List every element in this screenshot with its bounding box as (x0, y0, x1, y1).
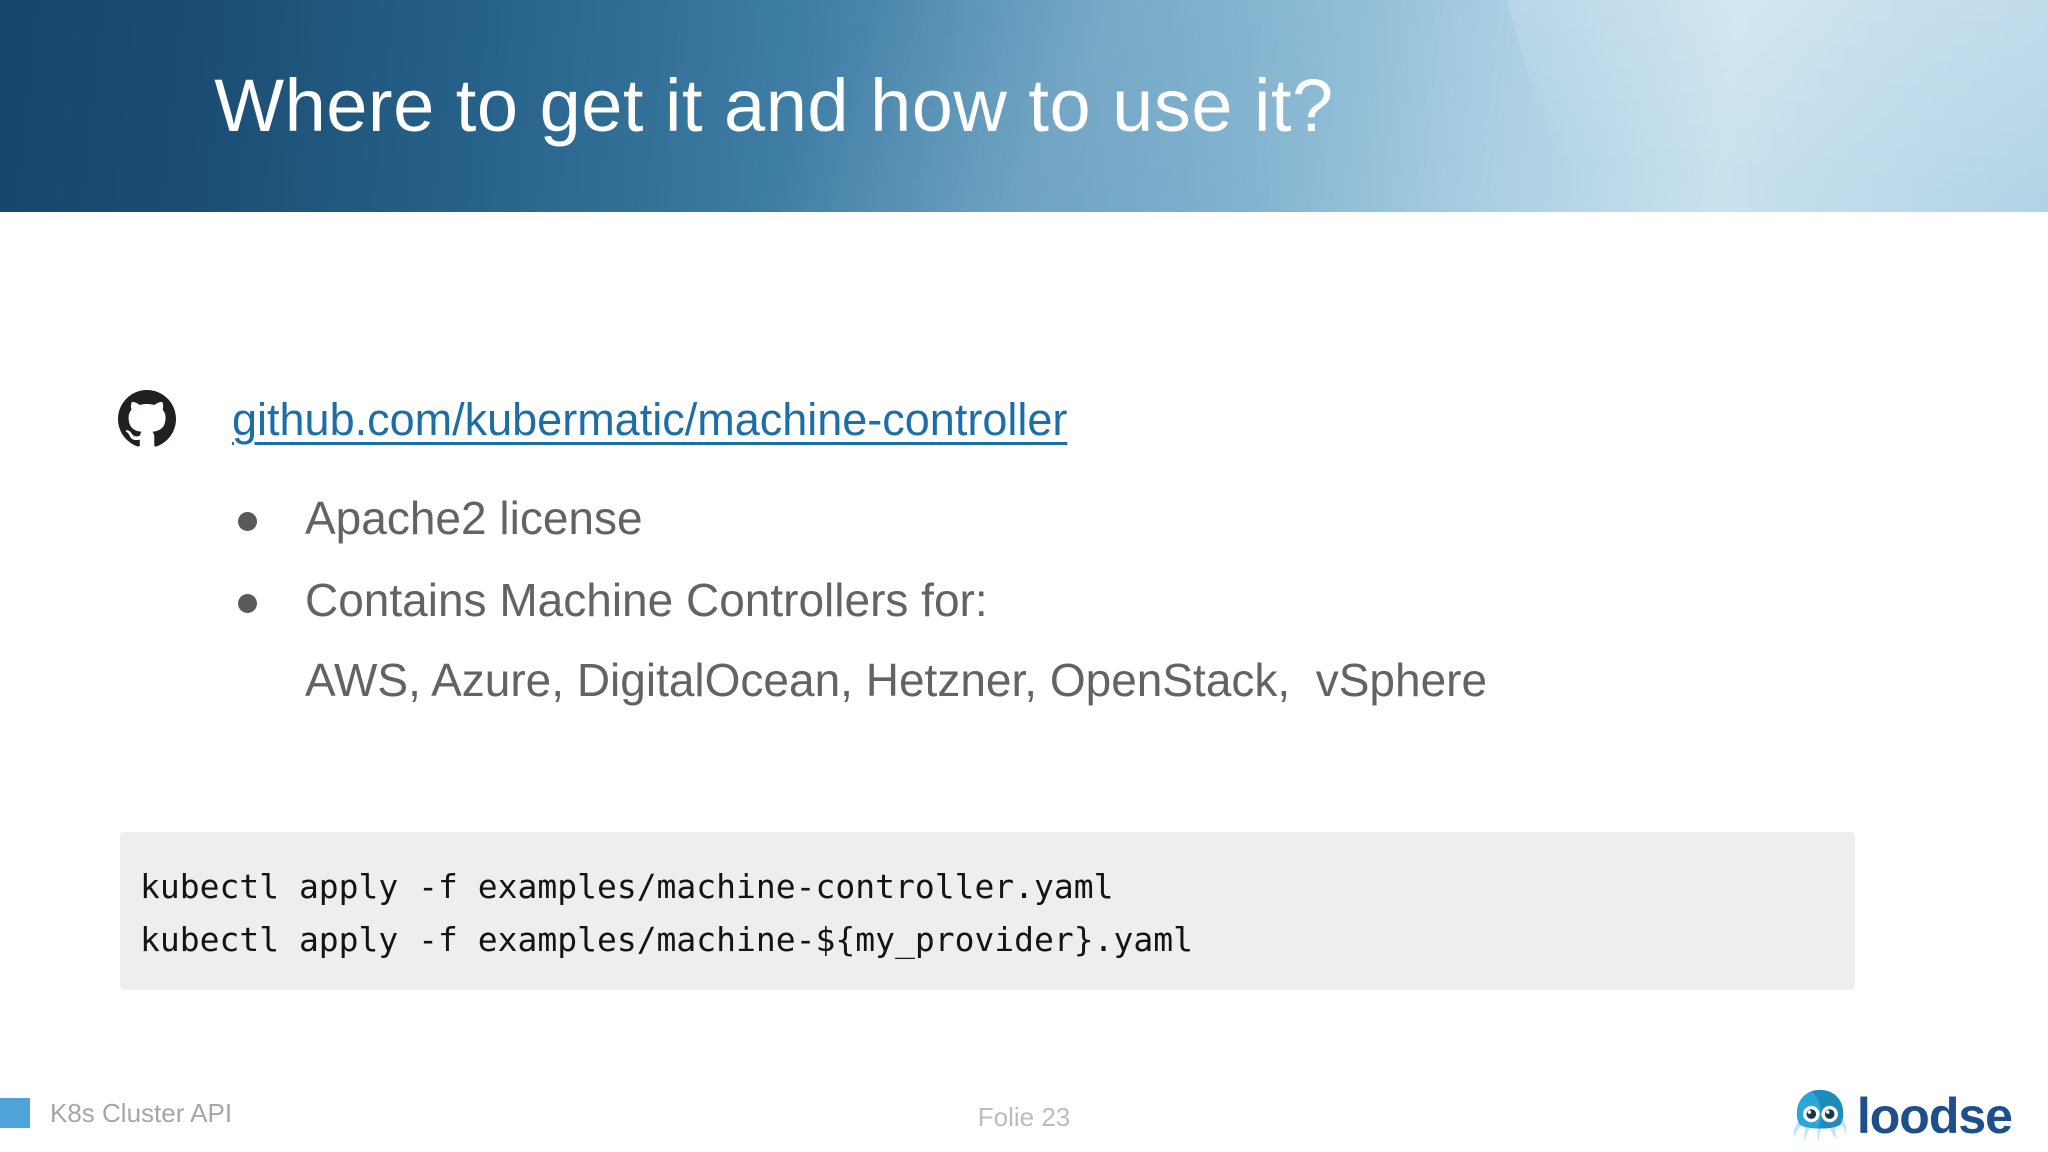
code-line: kubectl apply -f examples/machine-${my_p… (140, 920, 1193, 960)
bullet-label: Contains Machine Controllers for: (305, 574, 988, 627)
deck-title-label: K8s Cluster API (50, 1098, 233, 1128)
slide-content: github.com/kubermatic/machine-controller… (0, 212, 2048, 1082)
brand-wordmark: loodse (1856, 1088, 2013, 1144)
footer-left-group: K8s Cluster API (0, 1098, 232, 1128)
brand-logo: loodse (1791, 1088, 2013, 1144)
slide-footer: K8s Cluster API Folie 23 (0, 1082, 2048, 1152)
page-title: Where to get it and how to use it? (214, 64, 1334, 147)
bullet-dot-icon (238, 594, 257, 614)
provider-list-text: AWS, Azure, DigitalOcean, Hetzner, OpenS… (305, 654, 1488, 706)
feature-bullet-list: Apache2 license Contains Machine Control… (238, 490, 988, 654)
repository-link[interactable]: github.com/kubermatic/machine-controller (232, 393, 1068, 445)
repository-row: github.com/kubermatic/machine-controller (118, 390, 1067, 448)
code-block: kubectl apply -f examples/machine-contro… (120, 832, 1855, 990)
bullet-dot-icon (238, 512, 257, 531)
octopus-icon (1791, 1088, 1849, 1144)
code-line: kubectl apply -f examples/machine-contro… (140, 867, 1114, 906)
slide-number-label: Folie 23 (977, 1102, 1071, 1132)
list-item: Apache2 license (238, 490, 988, 546)
list-item: Contains Machine Controllers for: (238, 572, 988, 628)
footer-marker-icon (0, 1098, 30, 1128)
slide-header-band: Where to get it and how to use it? (0, 0, 2048, 212)
github-icon (118, 390, 176, 448)
bullet-label: Apache2 license (305, 492, 643, 544)
